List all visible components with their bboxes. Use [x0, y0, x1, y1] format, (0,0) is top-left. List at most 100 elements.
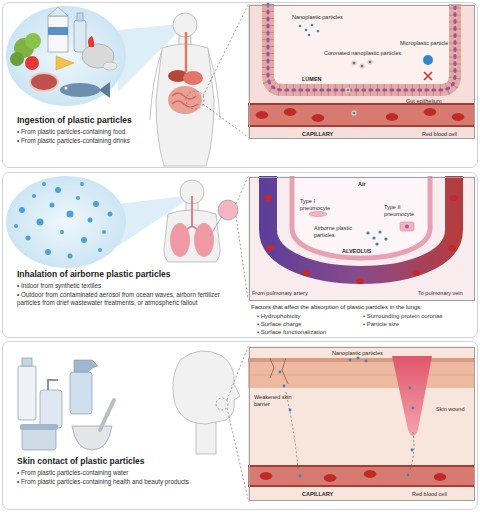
plastic-particles [361, 65, 364, 68]
cosmetics-illustration [100, 400, 114, 430]
food-illustration [65, 87, 68, 90]
airborne-bubble [68, 254, 73, 259]
cosmetics-illustration [40, 390, 62, 428]
digestive-tract [185, 32, 188, 72]
source-bullet: • From plastic particles-containing food [17, 128, 167, 136]
food-bubble [6, 6, 126, 106]
alveolus-inset-art [375, 242, 378, 245]
alveolus-inset-art [264, 195, 272, 201]
airborne-bubble [6, 176, 184, 268]
gut-inset-art [284, 109, 296, 116]
callout-label: Nanoplastic particles [292, 14, 362, 21]
region-label: CAPILLARY [302, 491, 352, 498]
zoom-leader [216, 398, 228, 410]
gut-inset-art [248, 4, 474, 138]
airborne-bubble [98, 248, 102, 252]
food-illustration [77, 13, 83, 21]
food-illustration [74, 20, 86, 52]
zoom-leader [216, 347, 248, 499]
food-illustration [88, 36, 94, 47]
factor-bullet: • Hydrophobicity [257, 313, 357, 320]
cosmetics-illustration [48, 380, 58, 390]
route-panel: Skin contact of plastic particles • From … [2, 341, 478, 510]
route-panel: Inhalation of airborne plastic particles… [2, 172, 478, 338]
airborne-bubble [55, 187, 61, 193]
alveolus-inset-art [266, 245, 274, 251]
gut-inset-art [268, 4, 455, 90]
plastic-particles [305, 29, 308, 32]
cosmetics-illustration [22, 358, 32, 366]
plastic-particles [409, 387, 412, 390]
lungs [194, 223, 214, 257]
callout-label: Coronated nanoplastic particles [324, 50, 424, 57]
airborne-bubble [80, 182, 84, 186]
route-panel: Ingestion of plastic particles• From pla… [2, 2, 478, 168]
region-label: LUMEN [302, 76, 336, 83]
skin-inset-art [270, 358, 288, 384]
zoom-leader [236, 177, 248, 299]
plastic-particles [279, 371, 282, 374]
plastic-particles [357, 357, 360, 360]
airborne-bubble [88, 218, 93, 223]
plastic-particles [349, 359, 352, 362]
plastic-particles [283, 385, 286, 388]
callout-label: Airborne plastic particles [314, 225, 362, 238]
alveolus-inset-art [248, 176, 474, 300]
alveolus-inset-art [378, 230, 381, 233]
alveolus-inset-art [372, 236, 375, 239]
gut-inset-art [248, 104, 474, 126]
plastic-particles [299, 475, 302, 478]
airborne-bubble [45, 249, 51, 255]
airborne-bubble [108, 212, 113, 217]
food-illustration [10, 52, 24, 66]
plastic-particles [299, 25, 302, 28]
cosmetics-illustration [18, 358, 114, 450]
source-bullet: • From plastic particles-containing drin… [17, 137, 167, 145]
zoom-inset: From pulmonary arteryAirType II pneumocy… [249, 177, 475, 301]
alveolus-inset-art [384, 237, 387, 240]
plastic-particles [311, 24, 314, 27]
skin-inset-art [364, 471, 376, 478]
human-head [173, 351, 240, 454]
alveolus-inset-art [448, 245, 456, 251]
callout-label: Nanoplastic particles [332, 350, 402, 357]
plastic-particles [308, 34, 311, 37]
food-illustration [25, 56, 39, 70]
skin-inset-art [392, 356, 432, 436]
cosmetics-illustration [20, 424, 58, 430]
plastic-particles [423, 55, 433, 65]
callout-label: Red blood cell [412, 491, 468, 498]
plastic-particles [359, 63, 364, 68]
panel-title: Skin contact of plastic particles [17, 456, 247, 466]
region-label: ALVEOLUS [342, 248, 386, 255]
alveolus-inset-art [248, 176, 474, 300]
zoom-leader [203, 5, 248, 137]
cosmetics-illustration [18, 366, 36, 420]
alveolus-inset-art [356, 278, 364, 284]
airborne-bubble [19, 207, 25, 213]
plastic-particles [353, 62, 356, 65]
digestive-tract [172, 93, 198, 107]
airborne-bubble [37, 219, 44, 226]
zoom-leader [186, 5, 248, 137]
gut-inset-art [248, 104, 474, 126]
zoom-inset: Nanoplastic particlesCoronated nanoplast… [249, 5, 475, 139]
plastic-particles [412, 407, 415, 410]
alveolus-inset-art [302, 270, 310, 276]
callout-label: Gut epithelium [406, 98, 466, 105]
callout-label: Type II pneumocyte [384, 204, 428, 217]
factor-bullet: • Surface functionalization [257, 329, 357, 336]
digestive-tract [168, 86, 202, 114]
lungs [170, 223, 190, 257]
plastic-particles [367, 59, 372, 64]
zoom-leader [210, 216, 222, 236]
human-torso [150, 50, 162, 120]
zoom-leader [227, 347, 248, 499]
plastic-particles [317, 30, 320, 33]
source-bullet: • From plastic particles-containing heal… [17, 478, 232, 486]
airborne-bubble [67, 211, 74, 218]
gut-inset-art [268, 4, 455, 90]
region-label: Air [358, 181, 378, 188]
